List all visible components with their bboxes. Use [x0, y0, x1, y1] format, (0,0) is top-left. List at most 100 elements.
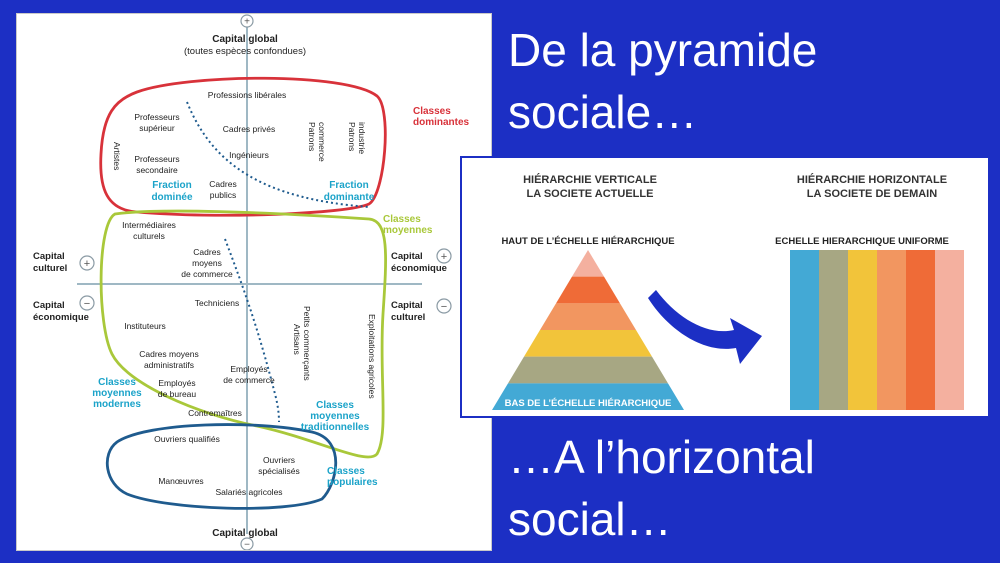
label-salaries-agricoles: Salariés agricoles — [215, 487, 282, 497]
label-cadres-moyens-commerce-2: moyens — [192, 258, 222, 268]
axis-bottom-title: Capital global — [212, 528, 278, 539]
fraction-dominante-1: Fraction — [329, 180, 368, 191]
label-petits-commercants-2: Artisans — [292, 324, 302, 355]
label-ouvriers-specialises-2: spécialisés — [258, 466, 300, 476]
uniform-bar-3 — [848, 250, 877, 410]
label-ouvriers-specialises-1: Ouvriers — [263, 455, 295, 465]
left-minus-label-2: économique — [33, 312, 89, 323]
label-petits-commercants-1: Petits commerçants — [302, 306, 312, 381]
vertical-title-2: LA SOCIETE ACTUELLE — [527, 188, 654, 200]
bottom-minus-icon: − — [240, 537, 254, 551]
pyramid-band-6 — [492, 383, 684, 410]
right-minus-label-1: Capital — [391, 300, 423, 311]
label-cadres-moyens-admin-1: Cadres moyens — [139, 349, 199, 359]
classes-moyennes-modernes-2: moyennes — [92, 388, 142, 399]
pyramid-band-1 — [572, 250, 604, 277]
label-artistes: Artistes — [112, 142, 122, 170]
hierarchy-diagram: HIÉRARCHIE VERTICALE LA SOCIETE ACTUELLE… — [492, 173, 964, 410]
svg-text:−: − — [441, 301, 447, 313]
label-intermediaires-2: culturels — [133, 231, 165, 241]
axis-top-subtitle: (toutes espèces confondues) — [184, 46, 306, 57]
label-cadres-moyens-commerce-3: de commerce — [181, 269, 233, 279]
uniform-bar-5 — [906, 250, 935, 410]
label-patrons-commerce-2: commerce — [317, 122, 327, 162]
hierarchy-panel: HIÉRARCHIE VERTICALE LA SOCIETE ACTUELLE… — [460, 156, 990, 418]
svg-text:−: − — [84, 298, 90, 310]
classes-dominantes-title-2: dominantes — [413, 117, 470, 128]
headline-top-line-2: sociale… — [508, 86, 698, 138]
classes-moyennes-modernes-3: modernes — [93, 399, 141, 410]
label-professions-liberales: Professions libérales — [208, 90, 286, 100]
label-manoeuvres: Manœuvres — [158, 476, 203, 486]
right-plus-icon: + — [436, 248, 452, 264]
label-cadres-publics-1: Cadres — [209, 179, 236, 189]
dominant-fraction-separator — [186, 101, 370, 208]
classes-moyennes-contour — [99, 209, 388, 459]
bottom-of-hierarchy-label: BAS DE L’ÉCHELLE HIÉRARCHIQUE — [505, 398, 672, 409]
label-professeurs-superieur-2: supérieur — [139, 123, 175, 133]
classes-moyennes-title-1: Classes — [383, 214, 421, 225]
svg-text:−: − — [244, 540, 250, 551]
label-instituteurs: Instituteurs — [124, 321, 166, 331]
classes-moyennes-trad-3: traditionnelles — [301, 422, 370, 433]
pyramid-band-4 — [524, 330, 652, 357]
label-contremaitres: Contremaîtres — [188, 408, 242, 418]
label-cadres-moyens-commerce-1: Cadres — [193, 247, 220, 257]
label-employes-bureau-2: de bureau — [158, 389, 197, 399]
uniform-scale-label: ECHELLE HIERARCHIQUE UNIFORME — [775, 236, 949, 247]
label-cadres-prives: Cadres privés — [223, 124, 275, 134]
transition-arrow-icon — [648, 290, 762, 364]
label-employes-bureau-1: Employés — [158, 378, 195, 388]
right-plus-label-2: économique — [391, 263, 447, 274]
top-of-hierarchy-label: HAUT DE L’ÉCHELLE HIÉRARCHIQUE — [501, 236, 674, 247]
classes-populaires-1: Classes — [327, 466, 365, 477]
label-intermediaires-1: Intermédiaires — [122, 220, 176, 230]
axis-top-title: Capital global — [212, 34, 278, 45]
classes-moyennes-trad-1: Classes — [316, 400, 354, 411]
fraction-dominee-2: dominée — [151, 192, 193, 203]
classes-populaires-contour — [105, 423, 337, 510]
horizontal-title-2: LA SOCIETE DE DEMAIN — [807, 188, 937, 200]
svg-text:+: + — [84, 258, 90, 270]
label-exploitations-agricoles: Exploitations agricoles — [367, 314, 377, 399]
left-plus-label-2: culturel — [33, 263, 67, 274]
classes-populaires-2: populaires — [327, 477, 378, 488]
left-plus-icon: + — [79, 255, 95, 271]
uniform-bar-1 — [790, 250, 819, 410]
headline-bottom-line-2: social… — [508, 493, 672, 545]
fraction-dominee-1: Fraction — [152, 180, 191, 191]
label-professeurs-secondaire-2: secondaire — [136, 165, 178, 175]
label-patrons-industrie-1: Patrons — [347, 122, 357, 151]
pyramid-band-2 — [556, 276, 620, 304]
classes-moyennes-trad-2: moyennes — [310, 411, 360, 422]
headline-top-line-1: De la pyramide — [508, 24, 818, 76]
label-cadres-publics-2: publics — [210, 190, 236, 200]
svg-text:+: + — [244, 17, 250, 28]
left-plus-label-1: Capital — [33, 251, 65, 262]
label-techniciens: Techniciens — [195, 298, 239, 308]
uniform-bars — [790, 250, 964, 410]
right-plus-label-1: Capital — [391, 251, 423, 262]
label-patrons-commerce-1: Patrons — [307, 122, 317, 151]
vertical-title-1: HIÉRARCHIE VERTICALE — [523, 173, 657, 186]
bourdieu-diagram-panel: + − + − + − Capital glob — [16, 13, 492, 551]
left-minus-icon: − — [79, 295, 95, 311]
bourdieu-diagram: + − + − + − Capital glob — [33, 14, 470, 551]
classes-moyennes-title-2: moyennes — [383, 225, 433, 236]
label-professeurs-secondaire-1: Professeurs — [134, 154, 179, 164]
label-ouvriers-qualifies: Ouvriers qualifiés — [154, 434, 220, 444]
uniform-bar-4 — [877, 250, 906, 410]
label-ingenieurs: Ingénieurs — [229, 150, 269, 160]
classes-dominantes-title-1: Classes — [413, 106, 451, 117]
label-employes-commerce-1: Employés — [230, 364, 267, 374]
horizontal-title-1: HIÉRARCHIE HORIZONTALE — [797, 173, 947, 186]
label-professeurs-superieur-1: Professeurs — [134, 112, 179, 122]
pyramid-band-5 — [508, 356, 668, 384]
right-minus-icon: − — [436, 298, 452, 314]
label-cadres-moyens-admin-2: administratifs — [144, 360, 194, 370]
right-minus-label-2: culturel — [391, 312, 425, 323]
uniform-bar-2 — [819, 250, 848, 410]
classes-moyennes-modernes-1: Classes — [98, 377, 136, 388]
svg-text:+: + — [441, 251, 447, 263]
